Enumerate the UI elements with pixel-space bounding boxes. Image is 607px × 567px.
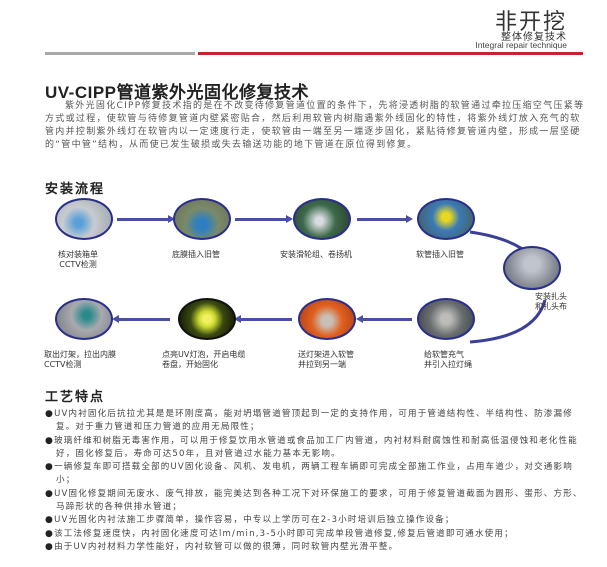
- photo-end-cap: [503, 246, 561, 290]
- step-caption: 送灯架进入软管并拉到另一端: [298, 350, 354, 369]
- features-title: 工艺特点: [45, 390, 106, 405]
- step-caption: 点亮UV灯泡，开启电缆卷盘，开始固化: [162, 350, 246, 369]
- feature-item: ●UV内衬固化后抗拉尤其是是环刚度高，能对坍塌管道管顶起到一定的支持作用，可用于…: [45, 409, 573, 433]
- photo-cctv-inspection: [55, 198, 113, 240]
- photo-inflation: [417, 298, 475, 340]
- feature-item: ●UV固化修复期间无废水、废气排放，能完美达到各种工况下对环保施工的要求，可用于…: [45, 488, 583, 513]
- bullet-icon: ●: [45, 515, 55, 526]
- step-caption: 软管插入旧管: [416, 250, 464, 259]
- feature-item: ●该工法修复速度快，内衬固化速度可达lm/min,3-5小时即可完成单段管道修复…: [45, 528, 514, 539]
- arrow-left-icon: [234, 315, 292, 323]
- header-title: 非开挖: [494, 10, 567, 35]
- bullet-icon: ●: [45, 435, 55, 446]
- step-caption: 安装扎头和扎头布: [535, 292, 567, 311]
- step-caption: 底膜插入旧管: [172, 250, 220, 259]
- photo-pulley-winch: [293, 198, 351, 240]
- bullet-icon: ●: [45, 462, 55, 473]
- photo-lamp-frame: [298, 298, 356, 340]
- photo-uv-lamp: [178, 298, 236, 340]
- arrow-right-icon: [235, 215, 293, 223]
- bullet-icon: ●: [45, 528, 55, 539]
- photo-hose-insertion: [417, 198, 475, 240]
- bullet-icon: ●: [45, 541, 55, 552]
- arrow-right-icon: [357, 215, 413, 223]
- features-list: ●UV内衬固化后抗拉尤其是是环刚度高，能对坍塌管道管顶起到一定的支持作用，可用于…: [45, 408, 590, 554]
- header-rule-gray: [45, 52, 195, 55]
- step-caption: 安装滑轮组、卷扬机: [280, 250, 352, 259]
- step-caption: 给软管充气并引入拉灯绳: [424, 350, 472, 369]
- header-subtitle: 整体修复技术: [501, 32, 567, 43]
- bullet-icon: ●: [45, 409, 55, 419]
- arrow-left-icon: [112, 315, 170, 323]
- feature-item: ●玻璃纤维和树脂无毒害作用，可以用于修复饮用水管道或食品加工厂内管道，内衬材料耐…: [45, 435, 578, 459]
- photo-liner-insertion: [173, 198, 231, 240]
- arrow-left-icon: [356, 315, 412, 323]
- photo-final-cctv: [55, 298, 113, 340]
- page-title: UV-CIPP管道紫外光固化修复技术: [45, 83, 310, 102]
- header-subtitle-en: Integral repair technique: [475, 40, 567, 50]
- feature-item: ●一辆修复车即可搭载全部的UV固化设备、风机、发电机，两辆工程车辆即可完成全部施…: [45, 462, 573, 486]
- intro-paragraph: 紫外光固化CIPP修复技术指的是在不改变待修复管道位置的条件下，先将浸透树脂的软…: [45, 101, 585, 150]
- arrow-right-icon: [117, 215, 175, 223]
- feature-item: ●由于UV内衬材料力学性能好，内衬软管可以做的很薄，同时软管内壁光滑平整。: [45, 541, 399, 552]
- bullet-icon: ●: [45, 488, 55, 499]
- feature-item: ●UV光固化内衬法施工步骤简单，操作容易，中专以上学历可在2-3小时培训后独立操…: [45, 515, 455, 526]
- header-rule-red: [198, 52, 583, 55]
- process-title: 安装流程: [45, 182, 106, 197]
